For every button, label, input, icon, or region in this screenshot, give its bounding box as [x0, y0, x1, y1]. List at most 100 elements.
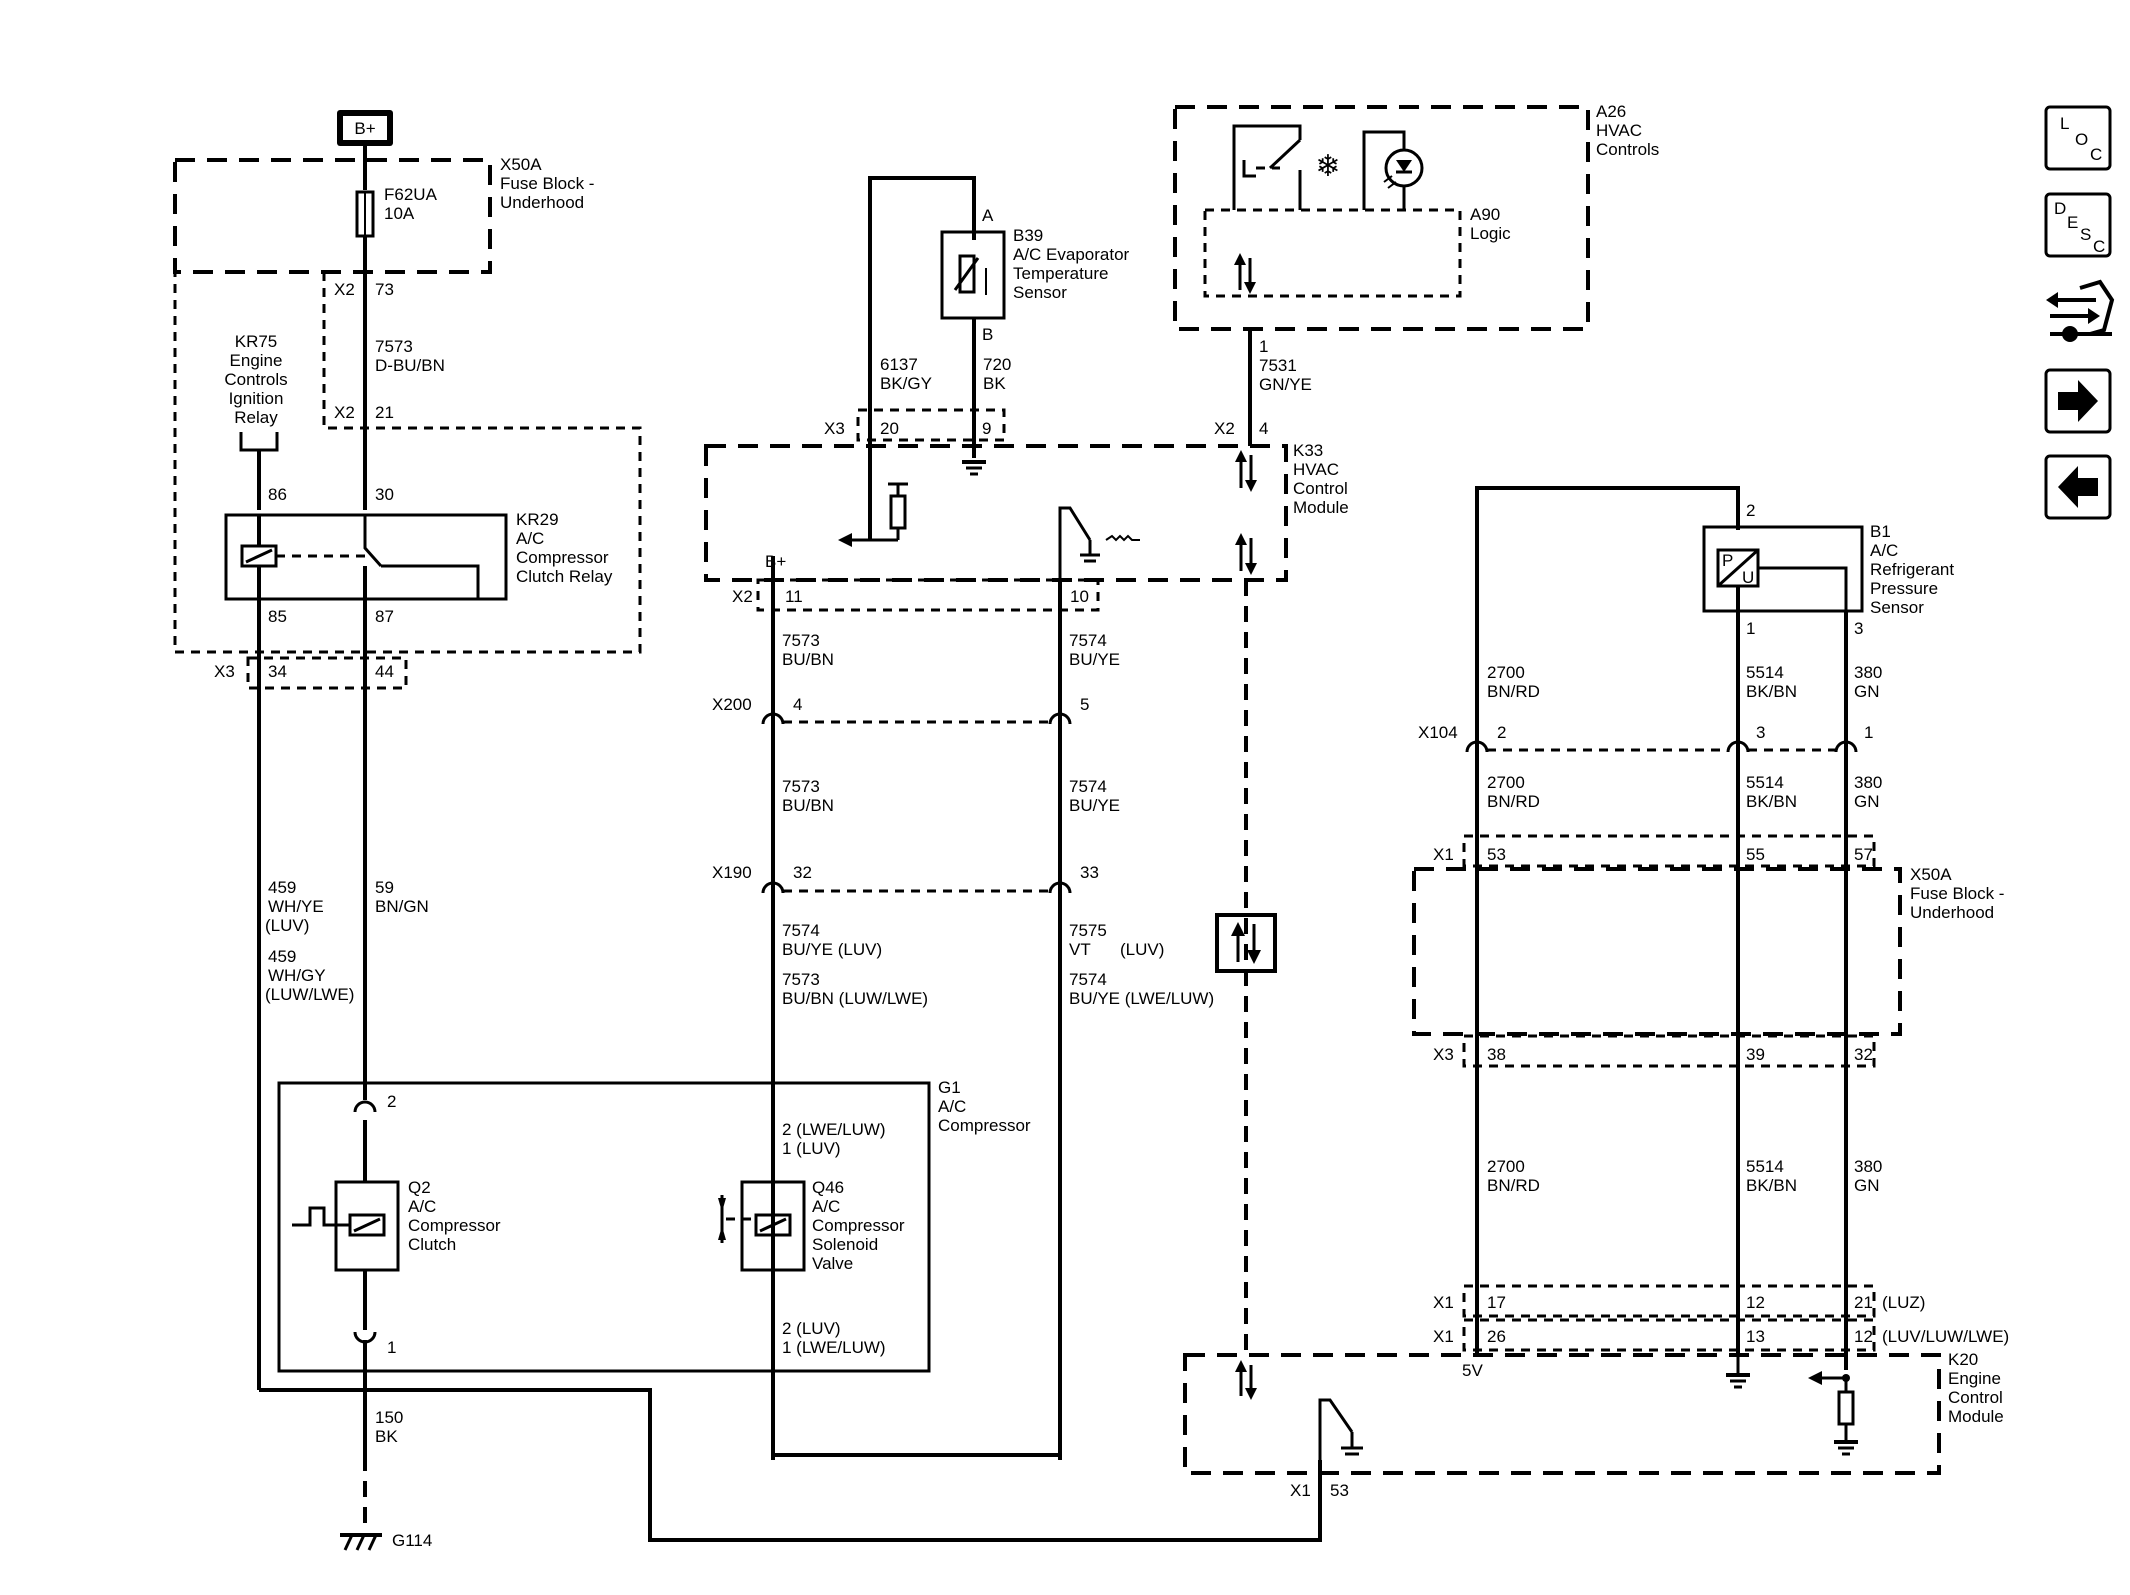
- desc-letter: D: [2054, 199, 2066, 218]
- location-button[interactable]: L O C: [2044, 105, 2112, 171]
- x50a-name: Fuse Block -: [1910, 884, 2004, 903]
- k20-id: K20: [1948, 1350, 1978, 1369]
- wire-number: 6137: [880, 355, 918, 374]
- arrow-left-icon: [1808, 1371, 1822, 1385]
- wire-number: 380: [1854, 1157, 1882, 1176]
- conn-label: X104: [1418, 723, 1458, 742]
- loc-letter: O: [2075, 130, 2088, 149]
- a90-id: A90: [1470, 205, 1500, 224]
- conn-label: X1: [1433, 845, 1454, 864]
- pin-label: 2: [1746, 501, 1755, 520]
- q46-name: A/C: [812, 1197, 840, 1216]
- comm-arrows-icon: [1234, 253, 1256, 294]
- conn-label: X2: [334, 403, 355, 422]
- wire-color: BU/YE: [1069, 796, 1120, 815]
- wire-number: 7574: [782, 921, 820, 940]
- conn-label: X1: [1433, 1293, 1454, 1312]
- k20-name: Control: [1948, 1388, 2003, 1407]
- fuse-rating: 10A: [384, 204, 415, 223]
- previous-page-button[interactable]: [2044, 454, 2112, 520]
- a26-id: A26: [1596, 102, 1626, 121]
- k20-name: Module: [1948, 1407, 2004, 1426]
- connector-end-view-icon[interactable]: [2046, 279, 2115, 342]
- battery-label: B+: [354, 119, 375, 138]
- kr29-name: A/C: [516, 529, 544, 548]
- pin-label: 2: [387, 1092, 396, 1111]
- k33-id: K33: [1293, 441, 1323, 460]
- pin-label: 1: [1259, 337, 1268, 356]
- wire-number: 380: [1854, 663, 1882, 682]
- terminal-icon: [1726, 740, 1750, 753]
- next-page-icon: [2058, 380, 2098, 422]
- kr75-name: Engine: [230, 351, 283, 370]
- arrow-left-icon: [838, 533, 852, 547]
- wire-color: BK: [983, 374, 1006, 393]
- sensor-u-label: U: [1742, 568, 1754, 587]
- fuse-block-id: X50A: [500, 155, 542, 174]
- next-page-button[interactable]: [2044, 368, 2112, 434]
- a90-name: Logic: [1470, 224, 1511, 243]
- wire-number: 2700: [1487, 663, 1525, 682]
- wire-number: 7574: [1069, 777, 1107, 796]
- pin-label: 30: [375, 485, 394, 504]
- conn-label: X1: [1290, 1481, 1311, 1500]
- g1-id: G1: [938, 1078, 961, 1097]
- switch-icon: [1242, 138, 1302, 178]
- wire-color: BK/BN: [1746, 792, 1797, 811]
- kr75-name: Relay: [234, 408, 278, 427]
- a90-logic-box: [1203, 208, 1462, 298]
- pin-label: 44: [375, 662, 394, 681]
- x50a-fuse-block-box: [1412, 867, 1902, 1036]
- kr29-id: KR29: [516, 510, 559, 529]
- wire-color: BK/GY: [880, 374, 932, 393]
- k33-name: Module: [1293, 498, 1349, 517]
- desc-letter: S: [2080, 225, 2091, 244]
- b1-id: B1: [1870, 522, 1891, 541]
- relay-coil-icon: [240, 544, 278, 568]
- wire-number: 380: [1854, 773, 1882, 792]
- description-button[interactable]: D E S C: [2044, 192, 2112, 258]
- pin-label: 1: [1864, 723, 1873, 742]
- loc-letter: C: [2090, 145, 2102, 164]
- pin-label: 1: [387, 1338, 396, 1357]
- relay-switch-icon: [363, 515, 383, 567]
- kr29-name: Compressor: [516, 548, 609, 567]
- snowflake-icon: ❄: [1315, 150, 1340, 183]
- fuse-icon: [355, 190, 375, 238]
- wire-color: BU/YE (LWE/LUW): [1069, 989, 1214, 1008]
- pin-label: 33: [1080, 863, 1099, 882]
- ground-icon: [340, 1533, 382, 1551]
- wire-color: BN/RD: [1487, 792, 1540, 811]
- x50a-name: Underhood: [1910, 903, 1994, 922]
- pin-label: 73: [375, 280, 394, 299]
- wire-color: BU/BN: [782, 796, 834, 815]
- conn-label: X1: [1433, 1327, 1454, 1346]
- pin-label: 1: [1746, 619, 1755, 638]
- b1-name: Pressure: [1870, 579, 1938, 598]
- b39-name: Temperature: [1013, 264, 1108, 283]
- k33-name: HVAC: [1293, 460, 1339, 479]
- ground-icon: [1341, 1432, 1363, 1456]
- pin-label: 12: [1854, 1327, 1873, 1346]
- terminal-icon: [1834, 740, 1858, 753]
- q46-id: Q46: [812, 1178, 844, 1197]
- wire-number: 7575: [1069, 921, 1107, 940]
- pin-variant: 2 (LWE/LUW): [782, 1120, 886, 1139]
- wire-color: BN/RD: [1487, 682, 1540, 701]
- conn-label: X2: [732, 587, 753, 606]
- comm-arrows-icon: [1235, 533, 1257, 575]
- terminal-icon: [1048, 712, 1072, 725]
- resistor-icon: [1837, 1390, 1855, 1426]
- b39-name: Sensor: [1013, 283, 1067, 302]
- thermistor-icon: [953, 254, 987, 295]
- pin-label: 53: [1330, 1481, 1349, 1500]
- pin-label: 55: [1746, 845, 1765, 864]
- pin-label: 57: [1854, 845, 1873, 864]
- b1-name: Refrigerant: [1870, 560, 1954, 579]
- valve-icon: [718, 1195, 756, 1243]
- terminal-icon: [761, 712, 785, 725]
- wire-color: BN/RD: [1487, 1176, 1540, 1195]
- terminal-icon: [353, 1100, 377, 1113]
- pin-variant: 2 (LUV): [782, 1319, 841, 1338]
- terminal-icon: [1048, 881, 1072, 894]
